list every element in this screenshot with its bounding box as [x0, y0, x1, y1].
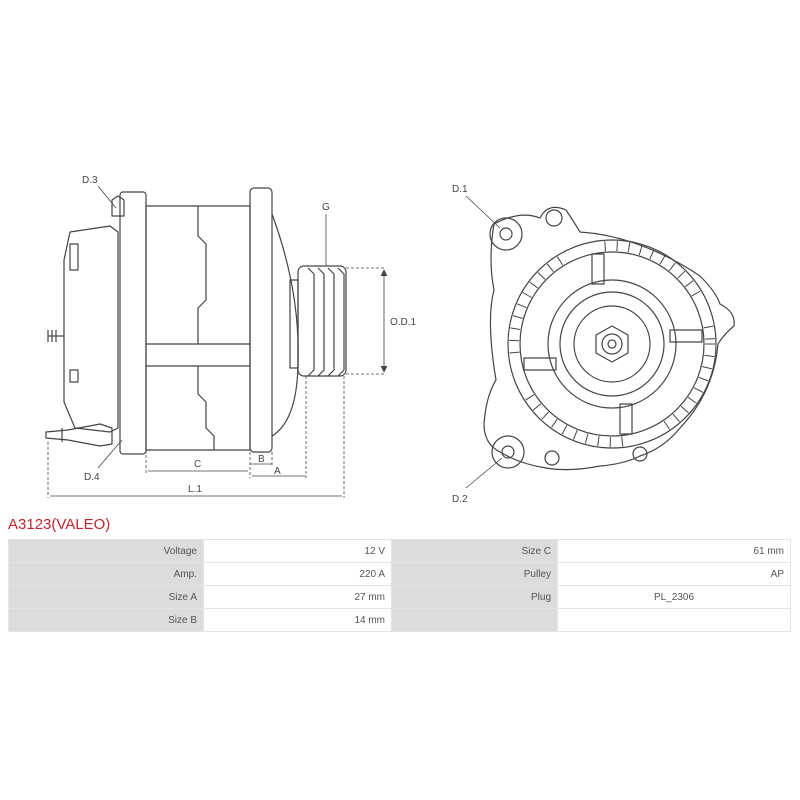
vent-slot [684, 280, 694, 288]
vent-slot [556, 256, 564, 266]
vent-slot [672, 413, 680, 423]
vent-slot [546, 263, 554, 273]
label-a: A [274, 466, 281, 477]
vent-slot [616, 241, 618, 252]
table-row: Amp. 220 A Pulley AP [8, 562, 791, 586]
spec-label: Pulley [391, 562, 558, 586]
vent-slot [704, 338, 715, 340]
side-view [45, 187, 347, 455]
label-d1: D.1 [452, 184, 468, 195]
label-d4: D.4 [84, 472, 100, 483]
label-d2: D.2 [452, 494, 468, 505]
spec-value: 27 mm [203, 585, 392, 609]
vent-slot [638, 245, 643, 256]
specifications-table: Voltage 12 V Size C 61 mm Amp. 220 A Pul… [8, 539, 791, 632]
spec-label: Voltage [8, 539, 204, 563]
label-c: C [194, 459, 201, 470]
side-dimension-lines [47, 185, 388, 498]
spec-label: Size C [391, 539, 558, 563]
vent-slot [522, 292, 532, 298]
spec-value: 61 mm [557, 539, 791, 563]
vent-slot [561, 425, 568, 435]
alternator-technical-drawing: D.3 D.4 G O.D.1 C B A L.1 D.1 D.2 [45, 175, 735, 505]
vent-slot [597, 436, 600, 447]
vent-slot [663, 420, 671, 430]
vent-slot [525, 394, 535, 401]
vent-slot [510, 327, 521, 330]
vent-slot [621, 436, 624, 447]
spec-label [391, 608, 558, 632]
vent-slot [512, 315, 523, 319]
vent-slot [691, 290, 701, 297]
vent-slot [677, 270, 686, 279]
housing-vents [509, 241, 715, 448]
vent-slot [572, 430, 578, 440]
spec-label: Size A [8, 585, 204, 609]
front-view [483, 206, 735, 471]
spec-label: Amp. [8, 562, 204, 586]
spec-value: PL_2306 [557, 585, 791, 609]
vent-slot [627, 242, 631, 253]
table-row: Size B 14 mm [8, 608, 791, 632]
spec-value: 14 mm [203, 608, 392, 632]
vent-slot [702, 366, 713, 370]
front-dimension-lines [465, 195, 503, 489]
vent-slot [704, 354, 715, 358]
label-l1: L.1 [188, 484, 202, 495]
label-od1: O.D.1 [390, 317, 417, 328]
vent-slot [703, 325, 714, 329]
table-row: Voltage 12 V Size C 61 mm [8, 539, 791, 563]
spec-value: 220 A [203, 562, 392, 586]
vent-slot [698, 376, 709, 382]
vent-slot [687, 396, 697, 404]
vent-slot [659, 255, 666, 265]
vent-slot [532, 403, 542, 411]
vent-slot [551, 418, 558, 428]
vent-slot [537, 272, 546, 280]
vent-slot [584, 433, 589, 444]
product-title: A3123(VALEO) [8, 516, 111, 533]
vent-slot [529, 281, 539, 289]
spec-value [557, 608, 791, 632]
label-b: B [258, 454, 265, 465]
table-row: Size A 27 mm Plug PL_2306 [8, 585, 791, 609]
vent-slot [517, 303, 527, 309]
vent-slot [680, 405, 689, 414]
spec-value: 12 V [203, 539, 392, 563]
vent-slot [604, 241, 606, 252]
label-d3: D.3 [82, 175, 98, 186]
vent-slot [541, 411, 549, 420]
vent-slot [509, 351, 520, 354]
vent-slot [693, 387, 704, 393]
spec-label: Size B [8, 608, 204, 632]
spec-value: AP [557, 562, 791, 586]
vent-slot [668, 262, 676, 272]
vent-slot [649, 249, 655, 260]
label-g: G [322, 202, 330, 213]
drawing-labels: D.3 D.4 G O.D.1 C B A L.1 D.1 D.2 [82, 175, 468, 505]
spec-label: Plug [391, 585, 558, 609]
